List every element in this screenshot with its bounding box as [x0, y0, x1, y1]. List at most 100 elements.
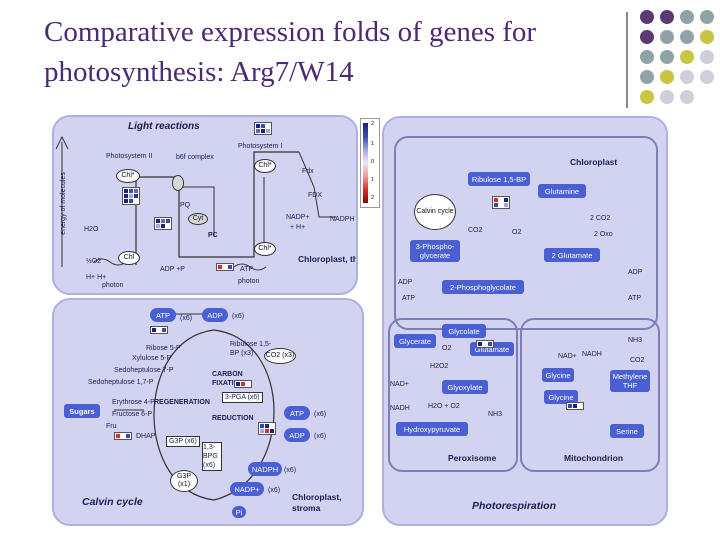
dhap-label: DHAP	[136, 433, 156, 440]
heatmap-pr-1	[492, 196, 510, 209]
color-scale-legend: 2 1 0 1 2	[360, 118, 380, 208]
energy-axis-label: energy of molecules	[59, 172, 67, 235]
phosphoglycerate-box: 3-Phospho-glycerate	[410, 240, 460, 262]
calvin-n6c: (x6)	[314, 411, 327, 418]
pr-nad2-label: NAD+	[558, 353, 577, 360]
slide-title: Comparative expression folds of genes fo…	[44, 16, 537, 88]
atp-label: ATP	[240, 266, 254, 273]
glutamine-box: Glutamine	[538, 184, 586, 198]
g3p-output-node: G3P (x1)	[170, 470, 198, 492]
heatmap-calvin-4	[114, 432, 132, 440]
pr-co2b-label: CO2	[630, 357, 645, 364]
calvin-cycle-panel: ATP (x6) ADP (x6) Ribulose 1,5-BP (x3) C…	[52, 298, 364, 526]
pr-nad-label: NAD+	[390, 381, 409, 388]
carbon-fixation-label: CARBON FIXATION	[212, 371, 245, 387]
photon-label-1: photon	[102, 282, 124, 289]
cyt-node-small	[172, 175, 184, 191]
h-plus-label: H+ H+	[86, 274, 107, 281]
chloroplast-label: Chloroplast	[570, 157, 618, 167]
pq-label: PQ	[180, 202, 191, 209]
stroma-label: Chloroplast, stroma	[292, 492, 342, 513]
two-oxo-label: 2 Oxo	[594, 231, 613, 238]
pc-label: PC	[208, 232, 218, 239]
calvin-nadph-node: NADPH	[248, 462, 282, 476]
h-plus2-label: + H+	[290, 224, 306, 231]
sedo1-label: Sedoheptulose 7-P	[114, 367, 174, 374]
reduction-label: REDUCTION	[212, 415, 254, 422]
xylulose-label: Xylulose 5-P	[132, 355, 172, 362]
pr-o2b-label: O2	[442, 345, 452, 352]
mitochondrion-label: Mitochondrion	[564, 453, 624, 463]
pr-adp-label: ADP	[398, 279, 413, 286]
sugars-node: Sugars	[64, 404, 100, 418]
h2o-label: H2O	[84, 226, 99, 233]
peroxisome-label: Peroxisome	[448, 453, 497, 463]
heatmap-pr-2	[476, 340, 494, 348]
heatmap-calvin-3	[258, 422, 276, 435]
chl-node-c: Chl	[118, 251, 140, 265]
pr-co2-label: CO2	[468, 227, 483, 234]
chl-node-b: Chl*	[254, 159, 276, 173]
pr-nadh2-label: NADH	[582, 351, 602, 358]
pr-atp2-label: ATP	[628, 295, 642, 302]
peroxisome-region	[388, 318, 518, 472]
glycine2-box: Glycine	[544, 390, 578, 404]
calvin-n6e: (x6)	[284, 467, 297, 474]
thylakoid-label: Chloroplast, thylakoids	[298, 254, 358, 264]
calvin-nadp-node: NADP+	[230, 482, 264, 496]
cyt-node: Cyt	[188, 213, 208, 225]
two-co2-label: 2 CO2	[590, 215, 611, 222]
regeneration-label: REGENERATION	[154, 399, 210, 406]
legend-tick-1: 2	[371, 121, 375, 127]
calvin-adp2-node: ADP	[284, 428, 310, 442]
calvin-cycle-node: Calvin cycle	[414, 194, 456, 230]
glycolate-box: Glycolate	[442, 324, 486, 338]
photorespiration-panel: Chloroplast Ribulose 1,5-BP Glutamine Ca…	[382, 116, 668, 526]
calvin-adp-node: ADP	[202, 308, 228, 322]
pga-node: 3-PGA (x6)	[222, 392, 263, 403]
pi-node: Pi	[232, 506, 246, 518]
cytochrome-label: b6f complex	[176, 154, 214, 161]
phosphoglycolate-box: 2-Phosphoglycolate	[442, 280, 524, 294]
ribose-label: Ribose 5-P	[146, 345, 181, 352]
pr-adp2-label: ADP	[628, 269, 643, 276]
heatmap-ps1	[254, 122, 272, 135]
legend-tick-5: 2	[371, 195, 375, 201]
two-glutamate-box: 2 Glutamate	[544, 248, 600, 262]
color-scale-bar	[363, 123, 368, 203]
pr-nh3-label: NH3	[488, 411, 503, 418]
fdx2-label: FDX	[308, 192, 322, 199]
g3p-node: G3P (x6)	[166, 436, 200, 447]
light-reactions-panel: Light reactions energy of molecules Phot…	[52, 115, 358, 295]
calvin-atp-node: ATP	[150, 308, 176, 322]
pr-nh3b-label: NH3	[628, 337, 643, 344]
sedo2-label: Sedoheptulose 1,7-P	[88, 379, 154, 386]
photosystem-i-label: Photosystem I	[238, 143, 283, 150]
bpga-node: 1,3-BPG (x6)	[202, 442, 222, 471]
o2-label: ½O2	[86, 258, 102, 265]
fru-label: Fru	[106, 423, 117, 430]
chl-node-d: Chl*	[254, 242, 276, 256]
photorespiration-title: Photorespiration	[472, 500, 557, 512]
calvin-n6b: (x6)	[232, 313, 245, 320]
heatmap-calvin-1	[150, 326, 168, 334]
chl-node-a: Chl*	[116, 169, 140, 183]
light-reactions-lines	[55, 135, 336, 271]
legend-tick-3: 0	[371, 159, 375, 165]
legend-tick-2: 1	[371, 141, 375, 147]
heatmap-pq	[154, 217, 172, 230]
pr-atp-label: ATP	[402, 295, 416, 302]
calvin-atp2-node: ATP	[284, 406, 310, 420]
hydroxypyruvate-box: Hydroxypyruvate	[396, 422, 468, 436]
nadph-label: NADPH	[330, 216, 355, 223]
heatmap-ps2	[122, 187, 140, 205]
fdx-label: Fdx	[302, 168, 314, 175]
pr-nadh-label: NADH	[390, 405, 410, 412]
glycine-box: Glycine	[542, 368, 574, 382]
fructose-label: Fructose 6-P	[112, 411, 153, 418]
glyoxylate-box: Glyoxylate	[442, 380, 488, 394]
calvin-n6d: (x6)	[314, 433, 327, 440]
serine-box: Serine	[610, 424, 644, 438]
co2-node: CO2 (x3)	[264, 348, 296, 364]
chloroplast-region	[394, 136, 658, 330]
